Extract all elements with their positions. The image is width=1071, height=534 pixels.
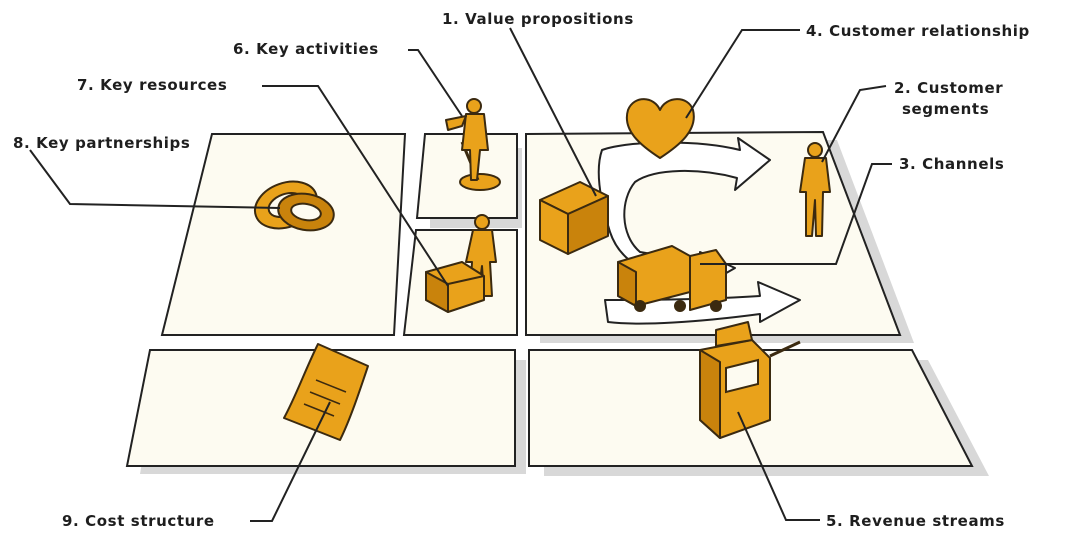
leader-channels <box>700 163 892 265</box>
label-cost-structure: 9. Cost structure <box>62 512 215 530</box>
panel-key-partnerships <box>160 133 407 336</box>
label-key-resources: 7. Key resources <box>77 76 228 94</box>
label-customer-segments-line2: segments <box>902 100 990 118</box>
label-key-activities: 6. Key activities <box>233 40 379 58</box>
label-channels: 3. Channels <box>899 155 1005 173</box>
leader-cost-structure <box>250 401 331 522</box>
leader-customer-relationship <box>685 29 800 119</box>
cash-register-icon <box>699 321 801 439</box>
worker-resources-icon <box>425 214 497 313</box>
leader-revenue-streams <box>737 411 820 521</box>
label-customer-segments-line1: 2. Customer <box>894 79 1004 97</box>
rings-icon <box>254 180 335 232</box>
label-revenue-streams: 5. Revenue streams <box>826 512 1005 530</box>
label-key-partnerships: 8. Key partnerships <box>13 134 191 152</box>
label-customer-relationship: 4. Customer relationship <box>806 22 1030 40</box>
leader-key-activities <box>408 49 463 117</box>
leader-customer-segments <box>821 85 887 163</box>
customer-figure-icon <box>799 142 831 237</box>
leader-value-propositions <box>509 27 597 197</box>
label-value-propositions: 1. Value propositions <box>442 10 634 28</box>
gift-box-icon <box>539 181 609 255</box>
worker-shovel-icon <box>445 98 501 191</box>
document-icon <box>283 343 369 441</box>
leader-key-resources <box>262 85 449 287</box>
loop-arrow <box>597 137 771 289</box>
heart-icon <box>625 98 695 159</box>
leader-key-partnerships <box>29 149 281 209</box>
